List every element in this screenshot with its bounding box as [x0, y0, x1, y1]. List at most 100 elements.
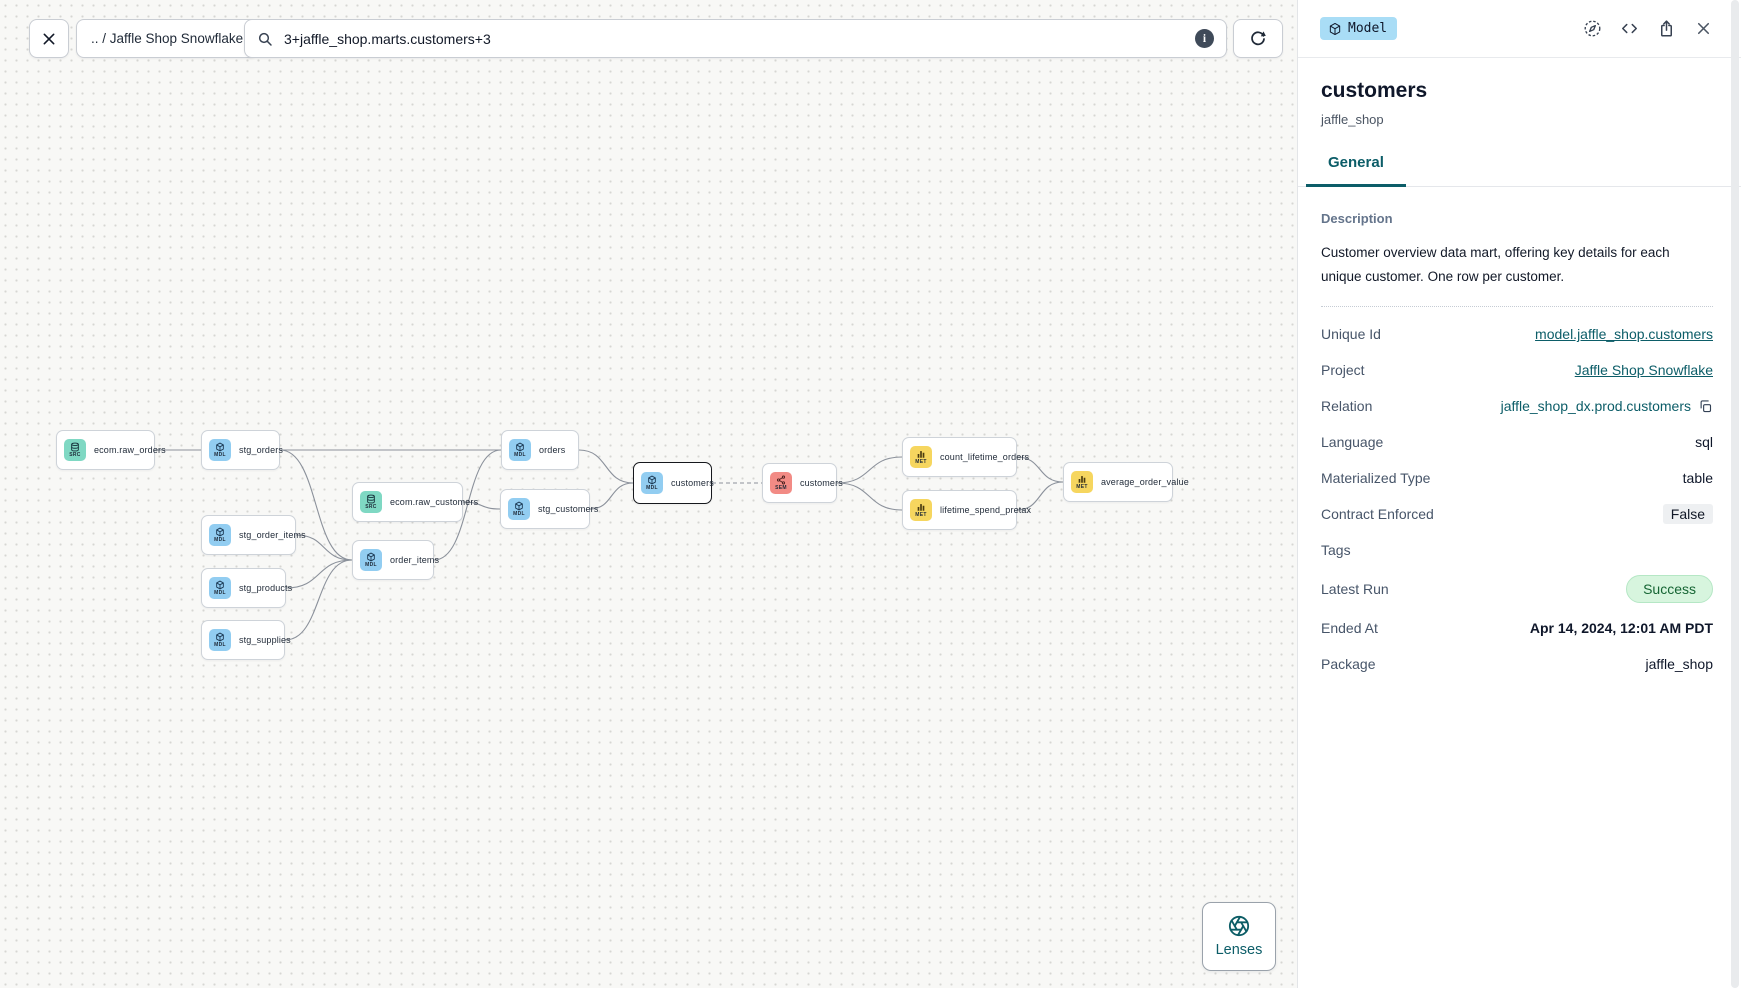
field-label: Language [1321, 434, 1384, 450]
description-text: Customer overview data mart, offering ke… [1321, 245, 1670, 284]
cube-icon: MDL [641, 472, 663, 494]
code-icon [1621, 23, 1637, 34]
node-average_order_value[interactable]: MET average_order_value [1063, 462, 1189, 502]
info-icon[interactable]: i [1195, 29, 1214, 48]
share-icon [1660, 20, 1672, 37]
relation-value: jaffle_shop_dx.prod.customers [1500, 398, 1691, 414]
share-icon: SEM [770, 472, 792, 494]
cube-icon: MDL [360, 549, 382, 571]
field-row-latest-run: Latest Run Success [1321, 575, 1713, 603]
node-label: customers [800, 478, 843, 488]
node-label: lifetime_spend_pretax [940, 505, 1032, 515]
panel-body: Description Customer overview data mart,… [1298, 187, 1741, 675]
field-value-ended-at: Apr 14, 2024, 12:01 AM PDT [1529, 620, 1713, 636]
field-row-tags: Tags [1321, 539, 1713, 561]
refresh-button[interactable] [1233, 19, 1283, 58]
share-button[interactable] [1656, 19, 1676, 39]
database-icon: SRC [64, 439, 86, 461]
field-label: Latest Run [1321, 581, 1389, 597]
node-lifetime_spend_pretax[interactable]: MET lifetime_spend_pretax [902, 490, 1031, 530]
close-lineage-button[interactable] [29, 19, 69, 58]
field-label: Ended At [1321, 620, 1378, 636]
panel-scrollbar[interactable] [1731, 0, 1739, 988]
field-value-latest-run[interactable]: Success [1626, 575, 1713, 603]
node-ecom.raw_customers[interactable]: SRC ecom.raw_customers [352, 482, 478, 522]
field-value-materialized-type: table [1682, 470, 1713, 486]
close-panel-button[interactable] [1693, 19, 1713, 39]
field-row-relation: Relation jaffle_shop_dx.prod.customers [1321, 395, 1713, 417]
panel-actions [1582, 19, 1713, 39]
node-label: order_items [390, 555, 440, 565]
view-code-button[interactable] [1619, 19, 1639, 39]
field-row-project: Project Jaffle Shop Snowflake [1321, 359, 1713, 381]
field-label: Tags [1321, 542, 1351, 558]
search-icon [258, 32, 272, 46]
field-value-contract-enforced: False [1662, 504, 1713, 524]
node-label: average_order_value [1101, 477, 1189, 487]
node-ecom.raw_orders[interactable]: SRC ecom.raw_orders [56, 430, 166, 470]
field-label: Package [1321, 656, 1376, 672]
node-stg_supplies[interactable]: MDL stg_supplies [201, 620, 291, 660]
lenses-button[interactable]: Lenses [1202, 902, 1276, 971]
node-stg_customers[interactable]: MDL stg_customers [500, 489, 598, 529]
node-customers_sem[interactable]: SEM customers [762, 463, 843, 503]
field-value-project[interactable]: Jaffle Shop Snowflake [1574, 362, 1713, 378]
field-label: Project [1321, 362, 1365, 378]
divider [1321, 306, 1713, 307]
refresh-icon [1251, 30, 1266, 45]
model-package-subtitle: jaffle_shop [1321, 112, 1384, 127]
field-row-package: Package jaffle_shop [1321, 653, 1713, 675]
breadcrumb[interactable]: .. / Jaffle Shop Snowflake [76, 19, 259, 58]
panel-tabs: General [1298, 154, 1741, 187]
resource-type-label: Model [1348, 21, 1388, 36]
field-row-unique-id: Unique Id model.jaffle_shop.customers [1321, 323, 1713, 345]
close-icon [43, 33, 55, 44]
node-label: stg_customers [538, 504, 599, 514]
search-input[interactable] [282, 29, 1186, 48]
copy-icon[interactable] [1698, 399, 1713, 414]
cube-icon: MDL [508, 498, 530, 520]
node-order_items[interactable]: MDL order_items [352, 540, 439, 580]
database-icon: SRC [360, 491, 382, 513]
aperture-icon [1228, 915, 1250, 937]
field-value-unique-id[interactable]: model.jaffle_shop.customers [1535, 326, 1713, 342]
field-label: Contract Enforced [1321, 506, 1434, 522]
field-row-contract-enforced: Contract Enforced False [1321, 503, 1713, 525]
field-row-language: Language sql [1321, 431, 1713, 453]
field-label: Relation [1321, 398, 1373, 414]
field-value-language: sql [1695, 434, 1713, 450]
breadcrumb-label: .. / Jaffle Shop Snowflake [91, 31, 244, 46]
node-label: stg_order_items [239, 530, 306, 540]
cube-icon: MDL [209, 629, 231, 651]
panel-header: Model [1298, 0, 1741, 58]
node-label: stg_orders [239, 445, 284, 455]
node-label: count_lifetime_orders [940, 452, 1030, 462]
node-label: stg_supplies [239, 635, 291, 645]
details-panel: Model [1297, 0, 1741, 988]
explore-button[interactable] [1582, 19, 1602, 39]
tab-general[interactable]: General [1306, 154, 1406, 187]
explore-compass-icon [1584, 20, 1600, 37]
bar-chart-icon: MET [910, 499, 932, 521]
model-name: customers [1321, 79, 1428, 102]
field-value-package: jaffle_shop [1645, 656, 1713, 672]
node-label: ecom.raw_customers [390, 497, 479, 507]
field-label: Materialized Type [1321, 470, 1431, 486]
lenses-label: Lenses [1215, 942, 1263, 958]
node-label: orders [539, 445, 566, 455]
bar-chart-icon: MET [1071, 471, 1093, 493]
panel-title-block: customers jaffle_shop [1298, 58, 1741, 127]
node-orders[interactable]: MDL orders [501, 430, 579, 470]
field-row-ended-at: Ended At Apr 14, 2024, 12:01 AM PDT [1321, 617, 1713, 639]
cube-icon: MDL [209, 524, 231, 546]
node-stg_order_items[interactable]: MDL stg_order_items [201, 515, 306, 555]
field-label: Unique Id [1321, 326, 1381, 342]
cube-icon: MDL [509, 439, 531, 461]
node-label: ecom.raw_orders [94, 445, 166, 455]
